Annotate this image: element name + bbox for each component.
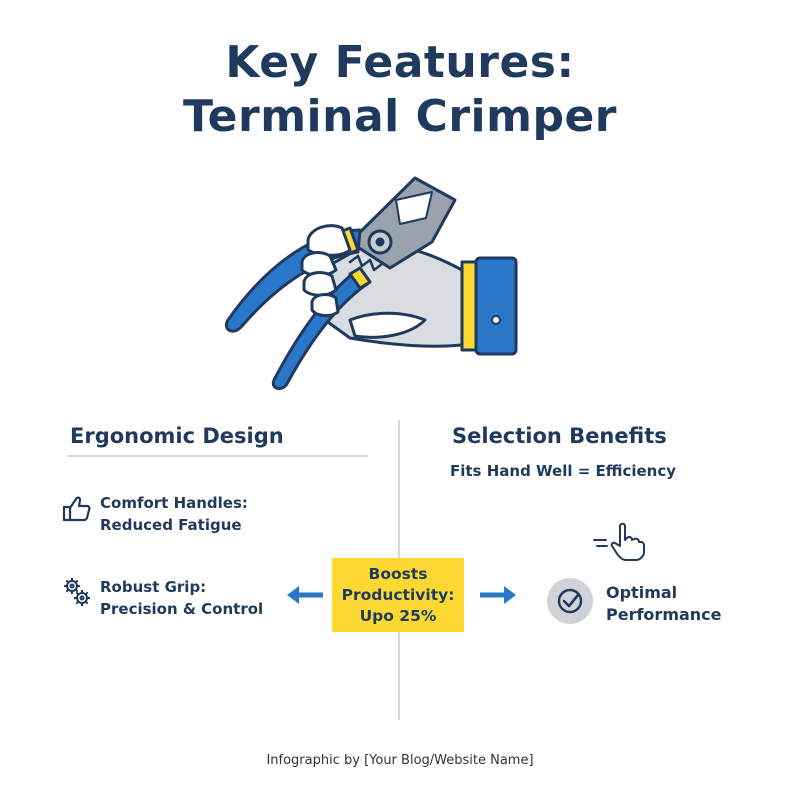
sleeve — [474, 256, 518, 356]
arrow-right-icon — [480, 586, 516, 604]
callout-line-1: Boosts — [368, 564, 428, 583]
check-circle-icon — [547, 578, 593, 624]
page-title-line-1: Key Features: — [225, 37, 575, 88]
finger-4 — [310, 293, 340, 318]
sleeve-cuff — [460, 260, 478, 352]
footer-credit: Infographic by [Your Blog/Website Name] — [266, 753, 534, 768]
arrow-left-icon — [287, 586, 323, 604]
left-heading: Ergonomic Design — [70, 424, 284, 448]
gears-icon — [64, 578, 90, 606]
left-item-2-line-2: Precision & Control — [100, 600, 264, 618]
right-subheading: Fits Hand Well = Efficiency — [450, 462, 677, 480]
crimper-illustration — [225, 176, 518, 390]
left-heading-underline — [68, 455, 368, 457]
pointing-hand-icon — [593, 522, 645, 561]
callout-line-3: Upo 25% — [359, 606, 437, 625]
result-line-2: Performance — [606, 605, 722, 624]
finger-2 — [300, 251, 338, 277]
productivity-callout: Boosts Productivity: Upo 25% — [332, 558, 464, 632]
callout-line-2: Productivity: — [341, 585, 455, 604]
finger-1 — [306, 224, 352, 257]
right-heading: Selection Benefits — [452, 424, 667, 448]
left-item-1-line-2: Reduced Fatigue — [100, 516, 242, 534]
thumb — [348, 311, 427, 339]
finger-3 — [302, 271, 338, 297]
page-title-line-2: Terminal Crimper — [182, 91, 617, 142]
left-item-1-line-1: Comfort Handles: — [100, 494, 248, 512]
thumbs-up-icon — [62, 496, 91, 522]
result-line-1: Optimal — [606, 583, 678, 602]
left-item-2-line-1: Robust Grip: — [100, 578, 207, 596]
